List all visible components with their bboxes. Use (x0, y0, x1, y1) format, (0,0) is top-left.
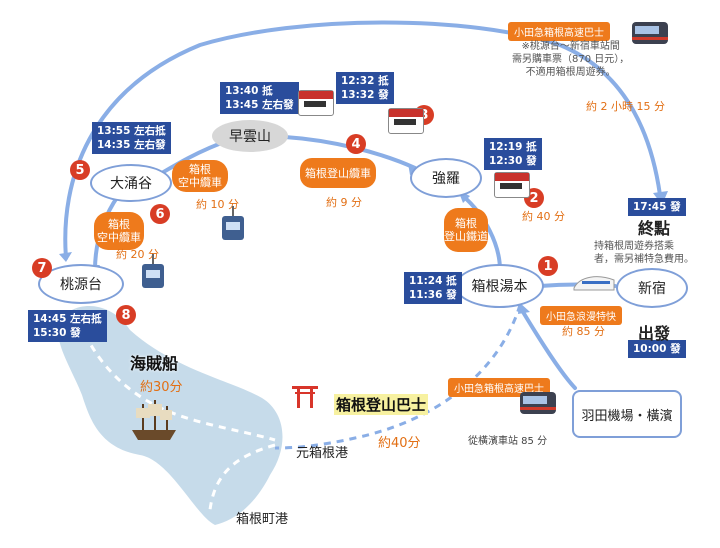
route-pill-tozan-railway: 箱根登山鐵道 (444, 208, 488, 252)
arrow-togendai (59, 252, 72, 262)
time-togendai-arrive: 14:45 左右抵 (33, 313, 102, 325)
route-pill-ropeway-togendai: 箱根空中纜車 (94, 212, 144, 250)
station-gora-label: 強羅 (432, 171, 460, 187)
tozan-train-icon (494, 172, 530, 198)
route-ropeway1-label-2: 空中纜車 (178, 176, 222, 189)
route-haneda (521, 310, 577, 390)
step-badge-1: 1 (538, 256, 558, 276)
duration-bus-top: 約 2 小時 15 分 (586, 100, 665, 113)
time-gora-depart: 12:30 發 (489, 155, 537, 167)
step-badge-4: 4 (346, 134, 366, 154)
route-tag-bus-top: 小田急箱根高速巴士 (508, 22, 610, 41)
time-box-togendai: 14:45 左右抵 15:30 發 (28, 310, 107, 342)
duration-express: 約 85 分 (562, 325, 605, 338)
duration-from-yokohama: 從橫濱車站 85 分 (468, 436, 548, 447)
time-rope-arrive: 13:40 抵 (225, 85, 273, 97)
step-badge-6: 6 (150, 204, 170, 224)
time-box-yumoto: 11:24 抵 11:36 發 (404, 272, 462, 304)
station-sounzan[interactable]: 早雲山 (212, 120, 288, 152)
station-haneda[interactable]: 羽田機場・橫濱 (572, 390, 682, 438)
station-owakudani-label: 大涌谷 (110, 176, 152, 192)
route-railway (461, 194, 502, 272)
station-togendai[interactable]: 桃源台 (38, 264, 124, 304)
time-terminal-depart: 17:45 發 (633, 201, 681, 213)
station-yumoto-label: 箱根湯本 (471, 279, 528, 295)
note-express: 持箱根周遊券搭乘 者，需另補特急費用。 (594, 241, 694, 265)
time-owakudani-depart: 14:35 左右發 (97, 139, 166, 151)
route-railway-label-2: 登山鐵道 (444, 230, 488, 243)
port-hakonemachi-label[interactable]: 箱根町港 (236, 512, 289, 527)
time-start-depart: 10:00 發 (633, 343, 681, 355)
torii-gate-icon (292, 386, 318, 408)
time-box-start: 10:00 發 (628, 340, 686, 358)
station-sounzan-label: 早雲山 (229, 129, 271, 145)
route-railway-label-1: 箱根 (455, 217, 477, 230)
duration-ropeway-2: 約 20 分 (116, 248, 159, 261)
time-box-terminal: 17:45 發 (628, 198, 686, 216)
label-tozan-bus: 箱根登山巴士 (334, 394, 429, 415)
station-owakudani[interactable]: 大涌谷 (90, 164, 172, 202)
route-pirate-ship (73, 309, 276, 442)
route-ropeway1-label-1: 箱根 (189, 163, 211, 176)
station-haneda-label: 羽田機場・橫濱 (581, 408, 673, 424)
route-ropeway2-label-2: 空中纜車 (97, 231, 141, 244)
route-pill-tozan-cable: 箱根登山纜車 (300, 158, 376, 188)
time-cable-arrive: 12:32 抵 (341, 75, 389, 87)
route-ropeway2-label-1: 箱根 (108, 218, 130, 231)
route-bus-top (63, 20, 662, 260)
port-motohakone-label[interactable]: 元箱根港 (296, 446, 349, 461)
note-bus-top: ※桃源台～新宿車站間 需另購車票（870 日元）， 不適用箱根周遊券。 (512, 41, 630, 78)
station-gora[interactable]: 強羅 (410, 158, 482, 198)
step-badge-7: 7 (32, 258, 52, 278)
time-yumoto-depart: 11:36 發 (409, 289, 457, 301)
duration-ropeway-1: 約 10 分 (196, 198, 239, 211)
time-box-sounzan-cable: 12:32 抵 13:32 發 (336, 72, 394, 104)
ropeway-gondola-icon-2 (142, 254, 164, 288)
duration-tozan-bus: 約40分 (378, 436, 421, 451)
time-box-gora: 12:19 抵 12:30 發 (484, 138, 542, 170)
route-cable-label: 箱根登山纜車 (305, 166, 371, 180)
time-box-sounzan-rope: 13:40 抵 13:45 左右發 (220, 82, 299, 114)
step-badge-8: 8 (116, 305, 136, 325)
duration-railway: 約 40 分 (522, 210, 565, 223)
step-badge-5: 5 (70, 160, 90, 180)
time-owakudani-arrive: 13:55 左右抵 (97, 125, 166, 137)
label-start: 出發 (638, 324, 671, 343)
time-cable-depart: 13:32 發 (341, 89, 389, 101)
time-rope-depart: 13:45 左右發 (225, 99, 294, 111)
station-shinjuku[interactable]: 新宿 (616, 268, 688, 308)
ropeway-gondola-icon (222, 206, 244, 240)
route-tozan-bus (274, 304, 522, 450)
pirate-ship-icon (132, 400, 176, 440)
highway-bus-icon-bottom (520, 392, 556, 414)
label-pirate-ship: 海賊船 (130, 354, 179, 373)
romancecar-train-icon (573, 276, 615, 291)
route-pill-ropeway-sounzan: 箱根空中纜車 (172, 160, 228, 192)
time-gora-arrive: 12:19 抵 (489, 141, 537, 153)
label-end: 終點 (638, 219, 671, 238)
highway-bus-icon-top (632, 22, 668, 44)
time-yumoto-arrive: 11:24 抵 (409, 275, 457, 287)
route-tag-express: 小田急浪漫特快 (540, 306, 622, 325)
duration-cable: 約 9 分 (326, 196, 362, 209)
cable-car-icon-2 (298, 90, 334, 116)
station-shinjuku-label: 新宿 (638, 281, 666, 297)
time-box-owakudani: 13:55 左右抵 14:35 左右發 (92, 122, 171, 154)
station-togendai-label: 桃源台 (60, 277, 102, 293)
cable-car-icon (388, 108, 424, 134)
duration-pirate-ship: 約30分 (140, 380, 183, 395)
station-hakone-yumoto[interactable]: 箱根湯本 (455, 264, 544, 308)
time-togendai-depart: 15:30 發 (33, 327, 81, 339)
